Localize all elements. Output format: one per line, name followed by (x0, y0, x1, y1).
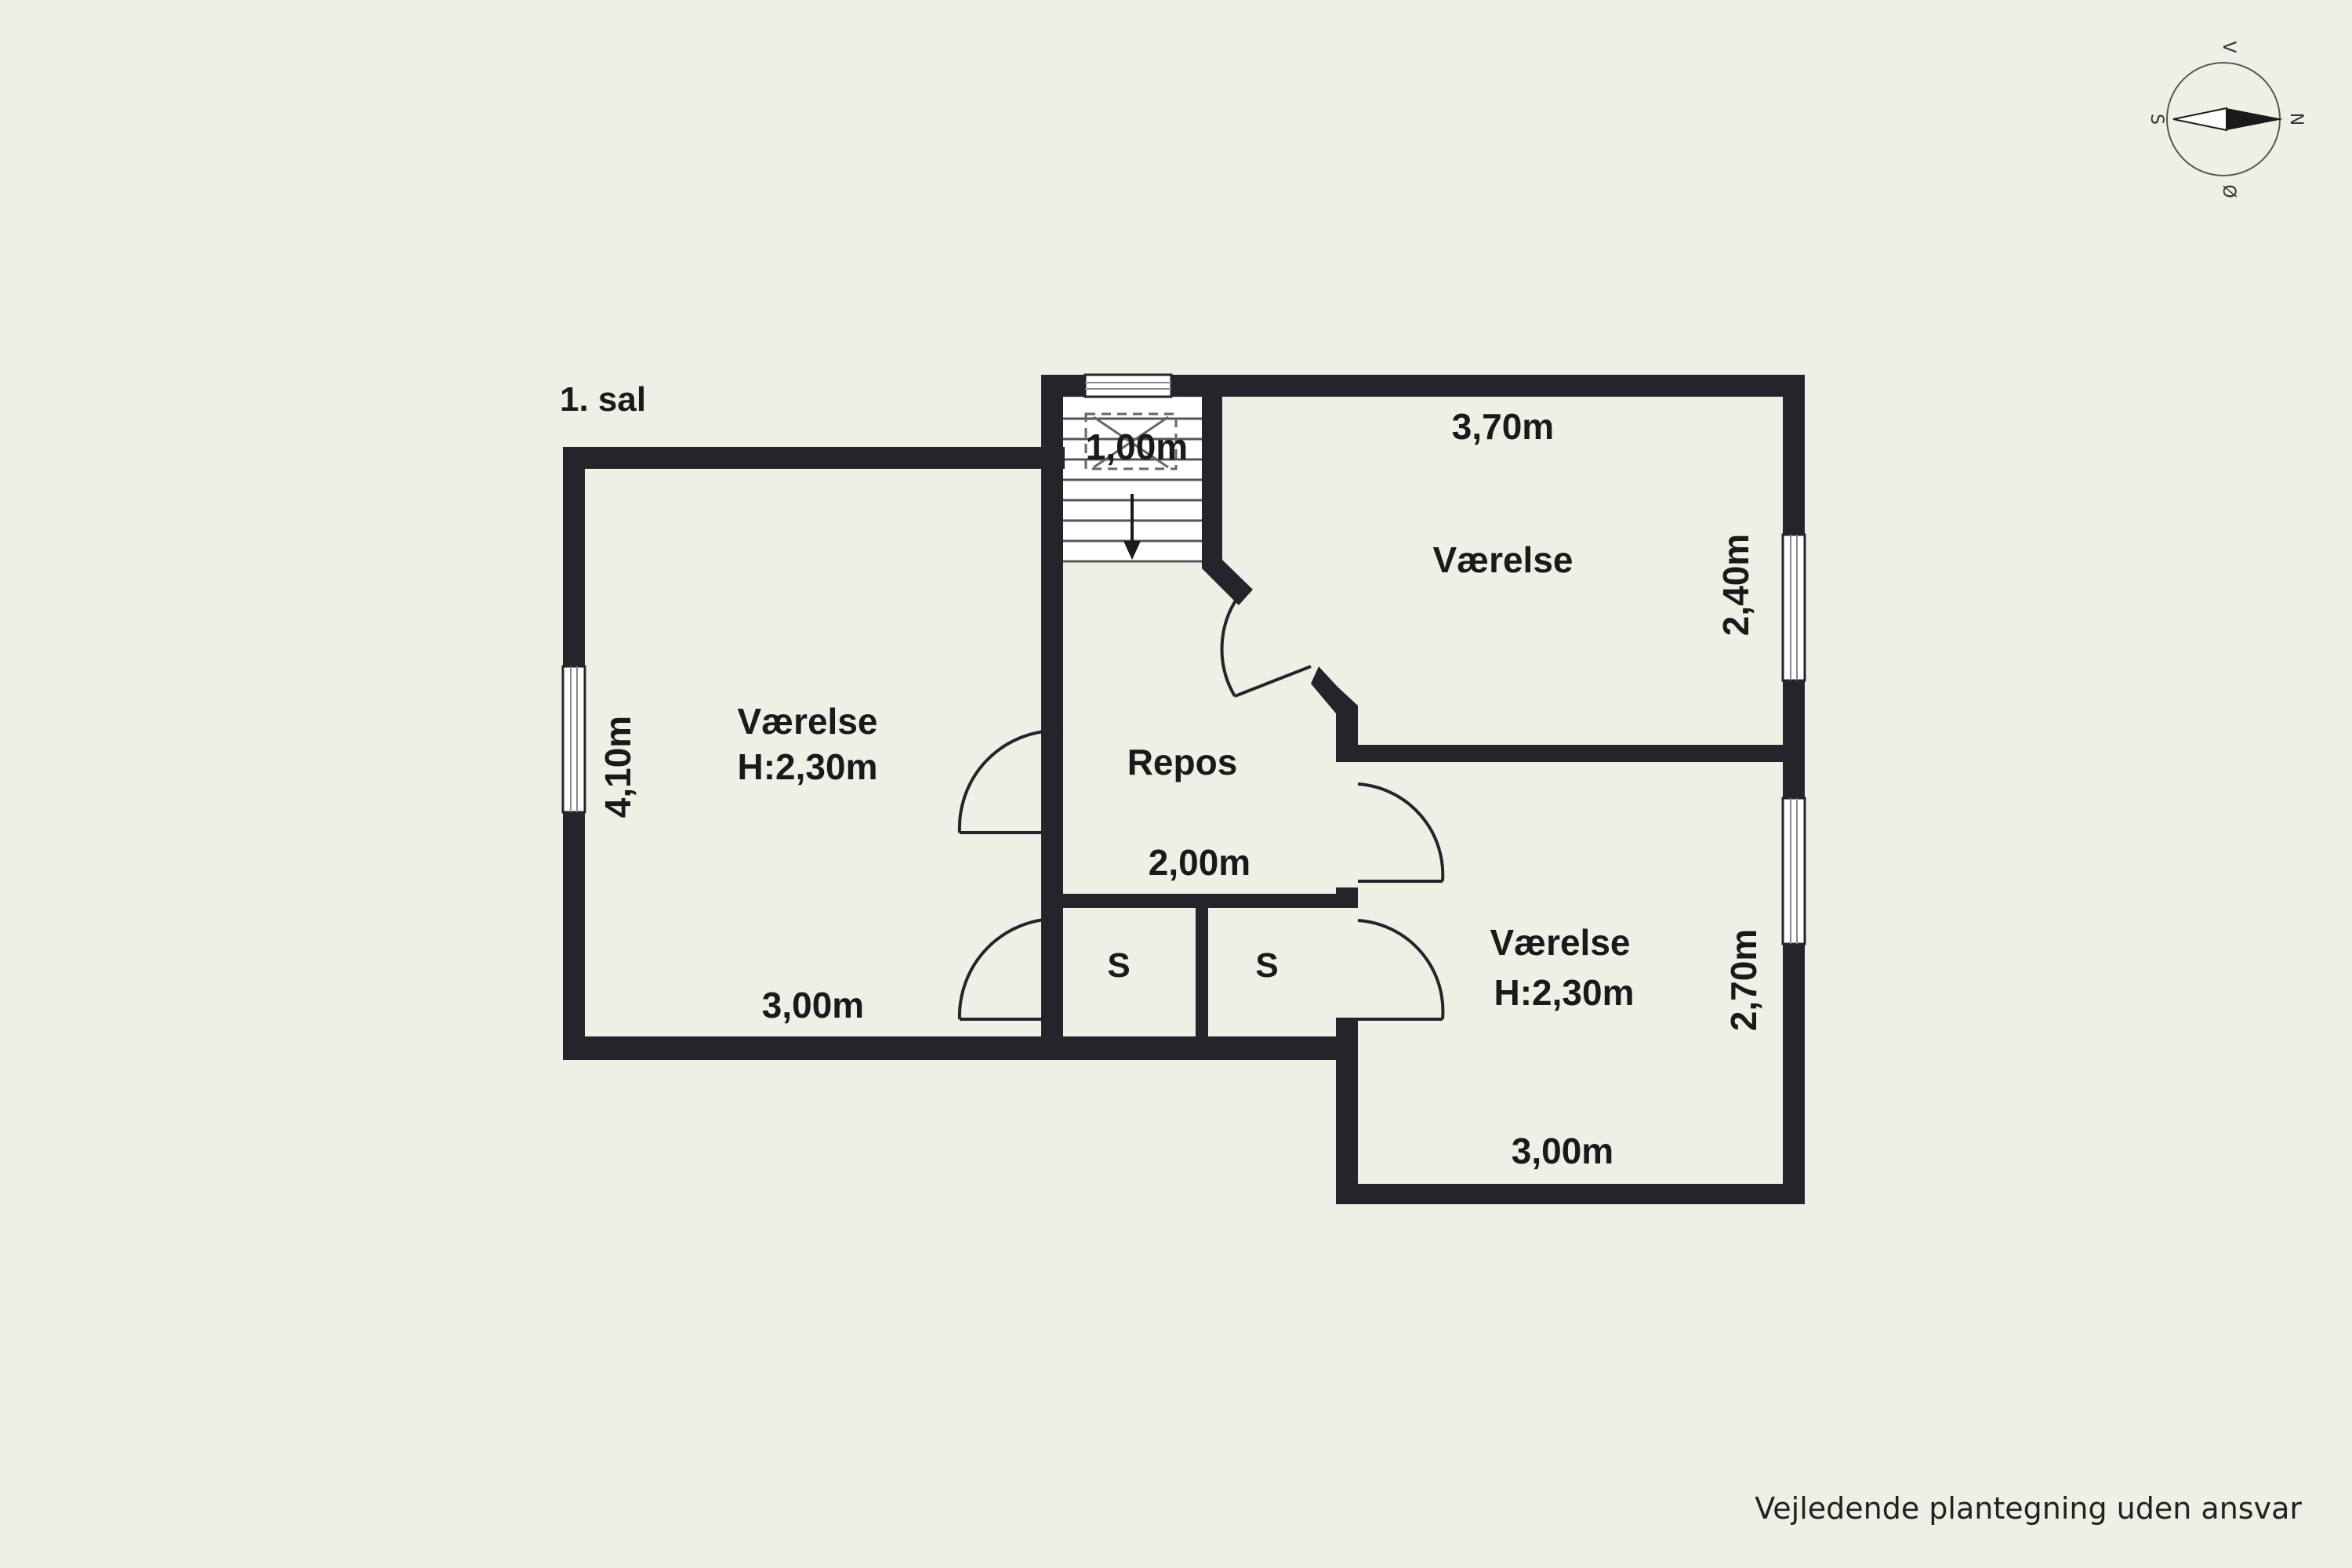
room-left-name: Værelse (737, 701, 877, 742)
door-bottom-right-room (1357, 782, 1445, 883)
window-bottom-right-room (1781, 797, 1806, 946)
landing-name: Repos (1127, 742, 1238, 782)
walls (563, 375, 1805, 1204)
disclaimer-text: Vejledende plantegning uden ansvar (1755, 1491, 2302, 1526)
room-left-depth-dim: 4,10m (597, 716, 638, 818)
compass-east-letter: Ø (2219, 184, 2238, 198)
window-left-room (561, 665, 586, 814)
compass-needle-north (2227, 108, 2283, 130)
room-top-right-name: Værelse (1432, 539, 1573, 580)
compass-needle-south (2172, 107, 2227, 132)
compass-north-letter: N (2286, 113, 2306, 125)
stair-arrow (1123, 494, 1141, 560)
door-closet-right (1357, 919, 1445, 1021)
compass: N S V Ø (2147, 41, 2306, 198)
door-top-right-room (1220, 594, 1312, 698)
room-left-height: H:2,30m (738, 746, 878, 787)
closet-right-label: S (1255, 946, 1278, 985)
room-bottom-right-height: H:2,30m (1494, 972, 1635, 1013)
room-left-width-dim: 3,00m (762, 985, 864, 1025)
room-bottom-right-name: Værelse (1490, 922, 1630, 963)
compass-south-letter: S (2147, 114, 2166, 125)
closet-left-label: S (1107, 946, 1130, 985)
landing-width-dim: 2,00m (1149, 842, 1250, 883)
window-stair (1083, 373, 1173, 398)
room-bottom-right-width-dim: 3,00m (1512, 1131, 1613, 1171)
room-top-right-depth-dim: 2,40m (1715, 534, 1756, 636)
room-bottom-right-depth-dim: 2,70m (1723, 929, 1764, 1031)
room-top-right-width-dim: 3,70m (1452, 406, 1554, 447)
floor-label: 1. sal (560, 380, 646, 419)
compass-west-letter: V (2219, 41, 2238, 53)
doors (957, 594, 1445, 1021)
door-left-room (957, 728, 1058, 834)
windows (561, 373, 1806, 946)
window-top-right-room (1781, 533, 1806, 682)
door-closet-left (957, 917, 1058, 1021)
stair-width-dim: 1,00m (1086, 426, 1188, 467)
